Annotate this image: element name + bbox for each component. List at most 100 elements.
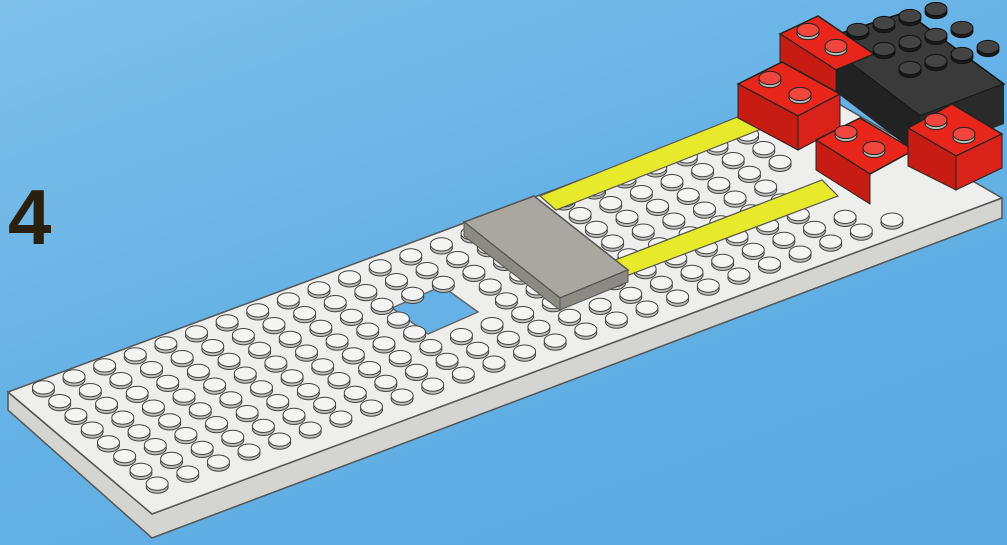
- stud: [754, 179, 778, 197]
- stud: [824, 38, 848, 57]
- stud: [924, 1, 948, 20]
- stud: [419, 339, 443, 357]
- stud: [662, 212, 686, 230]
- stud: [215, 314, 239, 332]
- stud: [558, 308, 582, 326]
- stud: [278, 330, 302, 348]
- stud: [276, 292, 300, 310]
- stud: [574, 322, 598, 340]
- brick-studs: [758, 1, 1000, 159]
- stud: [374, 374, 398, 392]
- stud: [462, 264, 486, 282]
- stud: [156, 374, 180, 392]
- stud: [399, 248, 423, 266]
- stud: [388, 350, 412, 368]
- stud: [846, 22, 870, 41]
- stud: [513, 344, 537, 362]
- stud: [384, 273, 408, 291]
- stud: [141, 399, 165, 417]
- stud: [356, 322, 380, 340]
- stud: [584, 220, 608, 238]
- stud: [646, 198, 670, 216]
- stud: [696, 278, 720, 296]
- stud: [429, 237, 453, 255]
- stud: [188, 402, 212, 420]
- stud: [768, 154, 792, 172]
- stud: [788, 245, 812, 263]
- stud: [631, 223, 655, 241]
- stud: [601, 234, 625, 252]
- gray-tile-side: [559, 269, 629, 311]
- stud: [237, 443, 261, 461]
- stud: [354, 284, 378, 302]
- stud: [494, 292, 518, 310]
- stud: [154, 336, 178, 354]
- stud: [140, 361, 164, 379]
- stud: [872, 15, 896, 34]
- stud: [707, 176, 731, 194]
- stud: [109, 372, 133, 390]
- stud: [309, 319, 333, 337]
- stud: [752, 141, 776, 159]
- stud: [834, 124, 858, 143]
- stud: [329, 410, 353, 428]
- stud: [113, 449, 137, 467]
- stud: [872, 41, 896, 60]
- stud: [466, 341, 490, 359]
- stud: [758, 70, 782, 89]
- stud: [246, 303, 270, 321]
- stud: [325, 333, 349, 351]
- stud: [757, 256, 781, 274]
- stud: [649, 275, 673, 293]
- stud: [78, 383, 102, 401]
- stud: [206, 454, 230, 472]
- stud: [64, 407, 88, 425]
- stud: [176, 465, 200, 483]
- stud: [235, 405, 259, 423]
- stud: [862, 140, 886, 159]
- stud: [819, 234, 843, 252]
- stud: [294, 344, 318, 362]
- stud: [31, 380, 55, 398]
- stud: [741, 242, 765, 260]
- stud: [727, 267, 751, 285]
- stud: [723, 190, 747, 208]
- stud: [478, 278, 502, 296]
- stud: [217, 352, 241, 370]
- stud: [282, 407, 306, 425]
- stud: [849, 223, 873, 241]
- stud: [898, 8, 922, 27]
- stud: [446, 251, 470, 269]
- stud: [111, 410, 135, 428]
- stud: [264, 355, 288, 373]
- stud: [692, 201, 716, 219]
- stud: [95, 396, 119, 414]
- stud: [203, 377, 227, 395]
- stud: [248, 341, 272, 359]
- stud: [952, 126, 976, 145]
- stud: [833, 209, 857, 227]
- stud: [924, 27, 948, 46]
- stud: [421, 377, 445, 395]
- stud: [205, 416, 229, 434]
- stud: [372, 336, 396, 354]
- stud: [527, 319, 551, 337]
- stud: [93, 358, 117, 376]
- stud: [313, 396, 337, 414]
- black-brick-side: [820, 40, 920, 156]
- stud: [143, 438, 167, 456]
- stud: [924, 53, 948, 72]
- stud: [924, 112, 948, 131]
- stud: [48, 394, 72, 412]
- stud: [327, 372, 351, 390]
- stud: [307, 281, 331, 299]
- stud: [231, 328, 255, 346]
- step-number: 4: [8, 173, 52, 261]
- stud: [415, 262, 439, 280]
- stud: [158, 413, 182, 431]
- stud: [680, 264, 704, 282]
- red-brick-side: [955, 133, 1003, 191]
- stud: [588, 297, 612, 315]
- stud: [404, 363, 428, 381]
- stud: [129, 462, 153, 480]
